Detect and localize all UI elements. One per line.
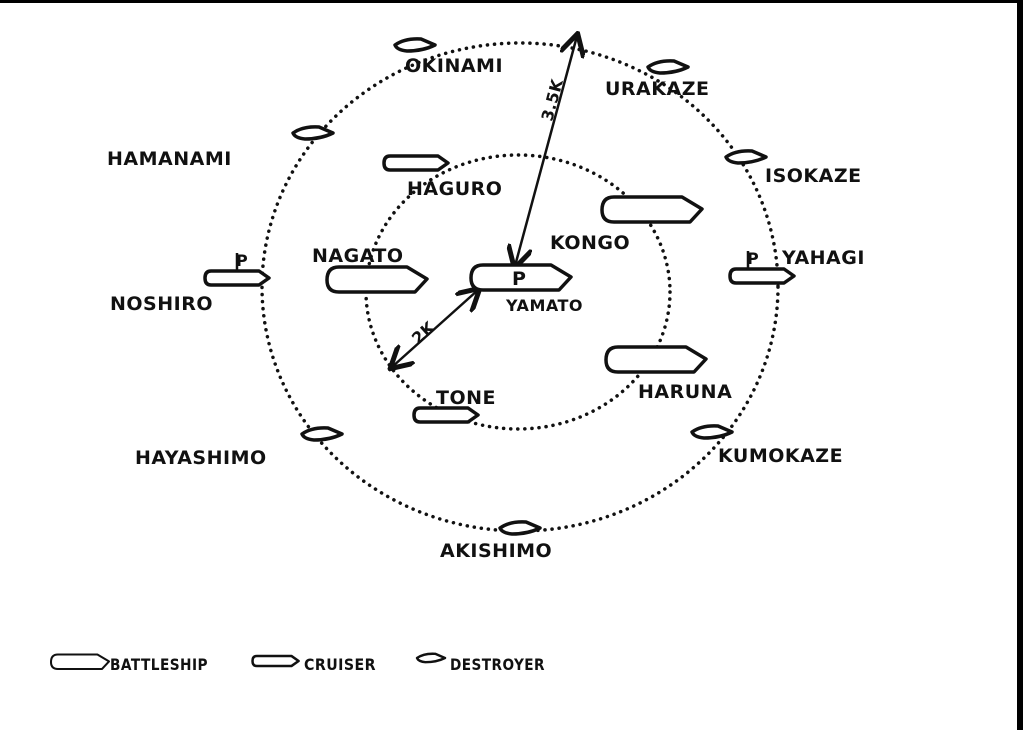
legend-label: CRUISER [304, 655, 376, 674]
destroyer-icon [690, 424, 734, 440]
cruiser-hull [728, 267, 796, 285]
flag-icon: P [746, 249, 759, 270]
destroyer-hull [498, 520, 542, 536]
ship-label: KONGO [550, 232, 630, 254]
cruiser-hull [382, 154, 450, 172]
ship-isokaze: ISOKAZE [724, 149, 862, 187]
battleship-hull [604, 345, 708, 374]
ship-okinami: OKINAMI [393, 37, 503, 77]
ship-nagato: NAGATO [312, 245, 429, 294]
cruiser-icon [251, 654, 300, 668]
destroyer-hull [724, 149, 768, 165]
flag-marker: P [747, 249, 759, 268]
cruiser-icon [728, 267, 796, 285]
battleship-icon [600, 195, 704, 224]
legend-destroyer: DESTROYER [415, 652, 545, 674]
ship-kumokaze: KUMOKAZE [690, 424, 843, 467]
destroyer-icon [724, 149, 768, 165]
destroyer-icon [415, 652, 447, 664]
ship-label: ISOKAZE [765, 165, 862, 187]
ship-yamato: P YAMATO [469, 263, 583, 315]
cruiser-hull [203, 269, 271, 287]
battleship-hull [600, 195, 704, 224]
outer-distance-label: 3.5K [538, 77, 567, 123]
legend-battleship: BATTLESHIP [49, 653, 208, 674]
outer-ring [260, 41, 780, 533]
destroyer-icon [646, 59, 690, 75]
ship-label: KUMOKAZE [718, 445, 843, 467]
ship-hamanami: HAMANAMI [107, 125, 335, 170]
destroyer-hull [690, 424, 734, 440]
ship-label: NAGATO [312, 245, 404, 267]
destroyer-icon [291, 125, 335, 141]
ship-label: AKISHIMO [440, 540, 552, 562]
cruiser-hull [412, 406, 480, 424]
battleship-icon [325, 265, 429, 294]
ship-label: URAKAZE [605, 78, 709, 100]
destroyer-hull [291, 125, 335, 141]
battleship-hull [469, 263, 573, 292]
ship-haruna: HARUNA [604, 345, 732, 403]
cruiser-icon [203, 269, 271, 287]
battleship-icon [469, 263, 573, 292]
ship-noshiro: P NOSHIRO [110, 251, 271, 315]
destroyer-hull [393, 37, 437, 53]
battleship-hull [325, 265, 429, 294]
ship-haguro: HAGURO [382, 154, 502, 200]
destroyer-hull [300, 426, 344, 442]
ship-label: HAGURO [407, 178, 502, 200]
legend-label: BATTLESHIP [110, 655, 208, 674]
inner-distance-label: 2K [408, 317, 439, 348]
cruiser-icon [412, 406, 480, 424]
ship-label: YAMATO [505, 296, 583, 315]
destroyer-hull [415, 652, 447, 664]
battleship-icon [49, 653, 111, 670]
ship-label: YAHAGI [781, 247, 865, 269]
battleship-icon [604, 345, 708, 374]
battleship-hull [49, 653, 111, 670]
ship-hayashimo: HAYASHIMO [135, 426, 344, 469]
ship-urakaze: URAKAZE [605, 59, 709, 100]
cruiser-hull [251, 654, 300, 668]
inner-distance-arrow [392, 290, 478, 367]
ship-yahagi: P YAHAGI [728, 247, 865, 285]
ship-label: OKINAMI [405, 55, 503, 77]
cruiser-icon [382, 154, 450, 172]
ship-kongo: KONGO [550, 195, 704, 254]
ship-label: NOSHIRO [110, 293, 213, 315]
legend: BATTLESHIP CRUISER DESTROYER [49, 652, 545, 674]
ship-label: TONE [436, 387, 496, 409]
destroyer-icon [393, 37, 437, 53]
flagship-marker: P [512, 268, 526, 290]
ship-label: HARUNA [638, 381, 732, 403]
ship-label: HAMANAMI [107, 148, 232, 170]
destroyer-hull [646, 59, 690, 75]
legend-label: DESTROYER [450, 655, 545, 674]
ship-tone: TONE [412, 387, 496, 424]
flag-marker: P [236, 251, 248, 270]
legend-cruiser: CRUISER [251, 654, 376, 674]
ship-label: HAYASHIMO [135, 447, 267, 469]
destroyer-icon [300, 426, 344, 442]
destroyer-icon [498, 520, 542, 536]
ship-akishimo: AKISHIMO [440, 520, 552, 562]
flag-icon: P [235, 251, 248, 272]
outer-distance-arrow [515, 36, 577, 266]
